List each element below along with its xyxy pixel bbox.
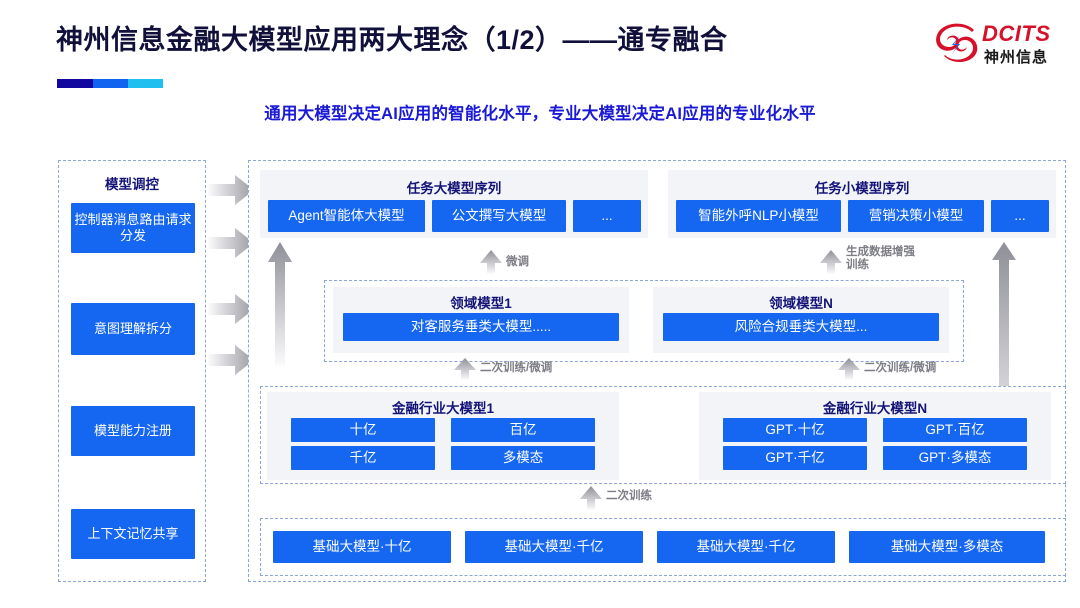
industry-model-1-item-4[interactable]: 多模态 <box>451 446 595 470</box>
flow-arrow-up-retrain-finetune-left <box>454 358 476 380</box>
task-small-title: 任务小模型序列 <box>814 181 910 196</box>
left-item-controller-routing[interactable]: 控制器消息路由请求分发 <box>71 203 195 253</box>
arrow-label-data-augment: 生成数据增强 训练 <box>846 246 915 271</box>
domain-model-1-item[interactable]: 对客服务垂类大模型..... <box>343 313 619 341</box>
flow-arrow-right-4 <box>208 345 254 375</box>
left-item-context-memory-sharing[interactable]: 上下文记忆共享 <box>71 509 195 559</box>
task-small-panel: 任务小模型序列 智能外呼NLP小模型 营销决策小模型 ... <box>668 170 1056 238</box>
flow-arrow-right-1 <box>208 175 254 205</box>
flow-arrow-up-finetune <box>480 250 502 274</box>
page-title: 神州信息金融大模型应用两大理念（1/2）——通专融合 <box>56 25 728 55</box>
task-small-item-more[interactable]: ... <box>991 200 1049 232</box>
flow-arrow-up-retrain <box>580 486 602 510</box>
title-rule-segment-blue <box>93 79 128 88</box>
domain-model-n-panel: 领域模型N 风险合规垂类大模型... <box>653 287 949 353</box>
title-underline-bar <box>57 79 163 88</box>
industry-model-1-item-3[interactable]: 千亿 <box>291 446 435 470</box>
dcits-swirl-icon <box>936 23 978 63</box>
task-small-item-outbound-nlp[interactable]: 智能外呼NLP小模型 <box>676 200 841 232</box>
industry-model-n-item-2[interactable]: GPT·百亿 <box>883 418 1027 442</box>
flow-arrow-right-3 <box>208 294 254 324</box>
industry-model-1-title: 金融行业大模型1 <box>391 401 494 416</box>
task-large-item-more[interactable]: ... <box>573 200 641 232</box>
domain-models-container: 领域模型1 对客服务垂类大模型..... 领域模型N 风险合规垂类大模型... <box>324 280 964 362</box>
industry-models-container: 金融行业大模型1 十亿 百亿 千亿 多模态 金融行业大模型N GPT·十亿 GP… <box>260 386 1066 484</box>
domain-model-1-panel: 领域模型1 对客服务垂类大模型..... <box>333 287 629 353</box>
industry-model-n-panel: 金融行业大模型N GPT·十亿 GPT·百亿 GPT·千亿 GPT·多模态 <box>699 392 1051 480</box>
flow-arrow-up-retrain-finetune-right <box>838 358 860 380</box>
title-rule-segment-cyan <box>128 79 163 88</box>
left-item-capability-registry[interactable]: 模型能力注册 <box>71 406 195 456</box>
task-large-panel: 任务大模型序列 Agent智能体大模型 公文撰写大模型 ... <box>260 170 648 238</box>
industry-model-1-panel: 金融行业大模型1 十亿 百亿 千亿 多模态 <box>267 392 619 480</box>
flow-arrow-right-2 <box>208 228 254 258</box>
flow-arrow-up-long-right <box>992 242 1016 474</box>
task-large-item-agent[interactable]: Agent智能体大模型 <box>268 200 425 232</box>
title-rule-segment-navy <box>57 79 94 88</box>
industry-model-1-item-2[interactable]: 百亿 <box>451 418 595 442</box>
logo-wordmark-cn: 神州信息 <box>984 49 1049 66</box>
arrow-label-retrain-finetune-right: 二次训练/微调 <box>864 362 937 374</box>
left-control-panel: 模型调控 控制器消息路由请求分发 意图理解拆分 模型能力注册 上下文记忆共享 <box>58 160 206 582</box>
industry-model-1-item-1[interactable]: 十亿 <box>291 418 435 442</box>
company-logo: DCITS 神州信息 <box>934 20 1062 76</box>
arrow-label-retrain-finetune-left: 二次训练/微调 <box>480 362 553 374</box>
industry-model-n-item-1[interactable]: GPT·十亿 <box>723 418 867 442</box>
arrow-label-finetune: 微调 <box>506 256 529 268</box>
arrow-label-retrain: 二次训练 <box>606 490 652 502</box>
industry-model-n-item-3[interactable]: GPT·千亿 <box>723 446 867 470</box>
industry-model-n-item-4[interactable]: GPT·多模态 <box>883 446 1027 470</box>
domain-model-n-item[interactable]: 风险合规垂类大模型... <box>663 313 939 341</box>
flow-arrow-up-data-augment <box>820 250 842 274</box>
base-model-item-2[interactable]: 基础大模型·千亿 <box>465 531 643 563</box>
left-control-panel-title: 模型调控 <box>105 177 159 192</box>
task-large-title: 任务大模型序列 <box>406 181 502 196</box>
flow-arrow-up-long-left <box>268 242 292 367</box>
task-small-item-marketing-decision[interactable]: 营销决策小模型 <box>848 200 984 232</box>
industry-model-n-title: 金融行业大模型N <box>822 401 928 416</box>
task-large-item-doc-writing[interactable]: 公文撰写大模型 <box>432 200 566 232</box>
domain-model-n-title: 领域模型N <box>769 296 833 311</box>
base-model-item-4[interactable]: 基础大模型·多模态 <box>849 531 1045 563</box>
base-model-item-1[interactable]: 基础大模型·十亿 <box>273 531 451 563</box>
page-subtitle: 通用大模型决定AI应用的智能化水平，专业大模型决定AI应用的专业化水平 <box>264 105 816 123</box>
left-item-intent-understanding[interactable]: 意图理解拆分 <box>71 303 195 355</box>
logo-wordmark-en: DCITS <box>982 21 1051 46</box>
base-models-container: 基础大模型·十亿 基础大模型·千亿 基础大模型·千亿 基础大模型·多模态 <box>260 518 1066 576</box>
domain-model-1-title: 领域模型1 <box>450 296 512 311</box>
base-model-item-3[interactable]: 基础大模型·千亿 <box>657 531 835 563</box>
